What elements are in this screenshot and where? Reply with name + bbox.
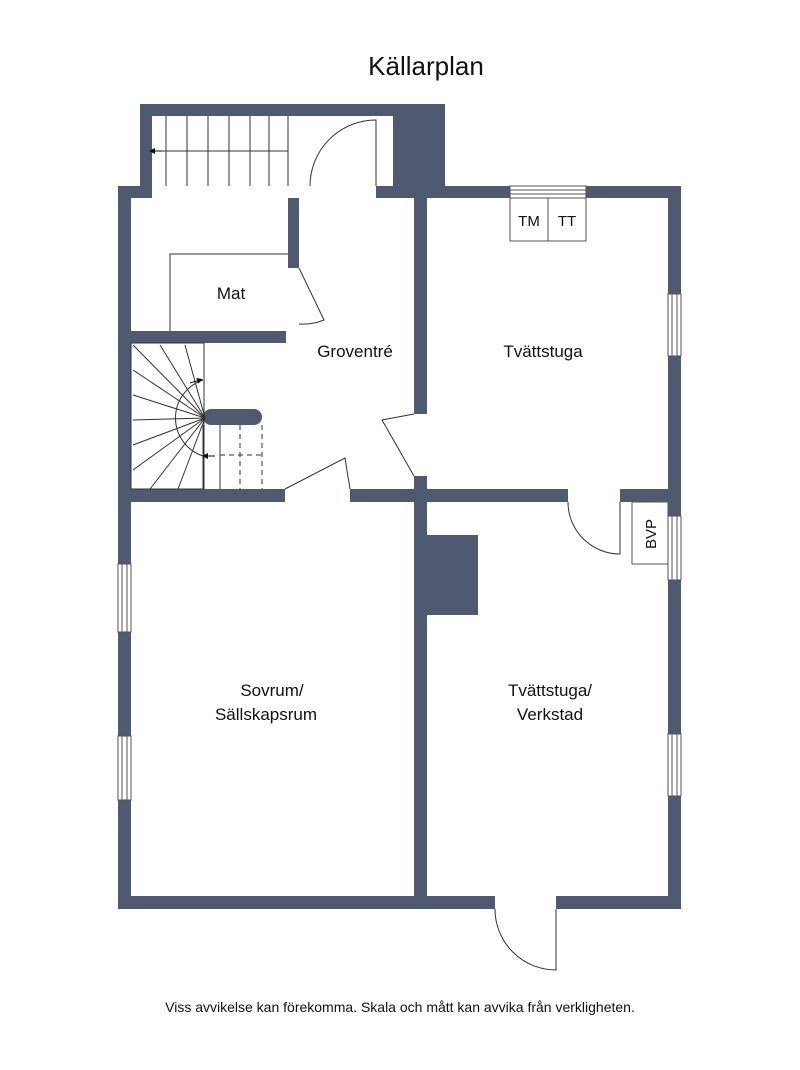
wall-right-d bbox=[668, 796, 681, 909]
fixture-tm-box bbox=[509, 197, 549, 242]
wall-right-c bbox=[668, 580, 681, 734]
wall-top-right bbox=[586, 186, 681, 198]
window-left-upper bbox=[117, 563, 132, 633]
wall-mat-right bbox=[288, 198, 299, 268]
wall-left-upper bbox=[118, 186, 131, 564]
wall-right-b bbox=[668, 356, 681, 516]
stairs-spiral bbox=[130, 342, 263, 490]
wall-groventre-right-upper bbox=[414, 198, 427, 414]
door-mat bbox=[298, 267, 325, 325]
wall-stair-left bbox=[140, 104, 152, 196]
room-label-sovrum-line2: Sällskapsrum bbox=[215, 705, 317, 724]
chimney-top bbox=[393, 104, 445, 196]
room-label-mat: Mat bbox=[217, 284, 246, 303]
room-labels: Mat Groventré Tvättstuga Sovrum/ Sällska… bbox=[215, 284, 592, 724]
stairs-top bbox=[149, 116, 289, 186]
fixture-tt-box bbox=[547, 197, 587, 242]
plan-title: Källarplan bbox=[368, 51, 484, 81]
window-left-lower bbox=[117, 735, 132, 801]
wall-mat-bottom bbox=[131, 331, 286, 343]
wall-bottom-right bbox=[556, 896, 681, 909]
disclaimer-text: Viss avvikelse kan förekomma. Skala och … bbox=[165, 999, 635, 1015]
room-label-tvattstuga: Tvättstuga bbox=[503, 342, 583, 361]
mat-shelf bbox=[169, 253, 288, 331]
door-exterior bbox=[494, 908, 557, 971]
wall-bottom-left bbox=[118, 896, 495, 909]
window-right-lower bbox=[667, 733, 682, 797]
fixture-tt-label: TT bbox=[558, 213, 576, 230]
fixture-tm-label: TM bbox=[518, 213, 540, 230]
window-right-middle bbox=[667, 515, 682, 581]
room-label-verkstad-line2: Verkstad bbox=[517, 705, 583, 724]
walls bbox=[118, 104, 681, 909]
window-top bbox=[509, 185, 587, 199]
chimney-lower bbox=[420, 535, 478, 615]
door-sovrum bbox=[284, 457, 351, 490]
wall-stair-top bbox=[140, 104, 445, 116]
room-label-verkstad-line1: Tvättstuga/ bbox=[508, 681, 592, 700]
wall-mid-right bbox=[620, 489, 681, 502]
fixture-bvp-label: BVP bbox=[643, 519, 660, 549]
wall-mid-center bbox=[350, 489, 568, 502]
stair-newel bbox=[203, 409, 262, 425]
fixtures: TM TT BVP bbox=[509, 197, 669, 565]
wall-mid-left bbox=[131, 489, 285, 502]
wall-left-lower bbox=[118, 800, 131, 909]
door-bvp bbox=[567, 501, 621, 555]
wall-right-a bbox=[668, 186, 681, 294]
door-tvattstuga bbox=[381, 413, 415, 477]
fixture-bvp-box bbox=[631, 501, 669, 565]
wall-left-middle bbox=[118, 632, 131, 736]
doors bbox=[284, 119, 621, 971]
room-label-sovrum-line1: Sovrum/ bbox=[240, 681, 304, 700]
window-right-upper bbox=[667, 293, 682, 357]
door-entry-top bbox=[309, 119, 377, 187]
room-label-groventre: Groventré bbox=[317, 342, 393, 361]
wall-top-center bbox=[376, 186, 510, 198]
